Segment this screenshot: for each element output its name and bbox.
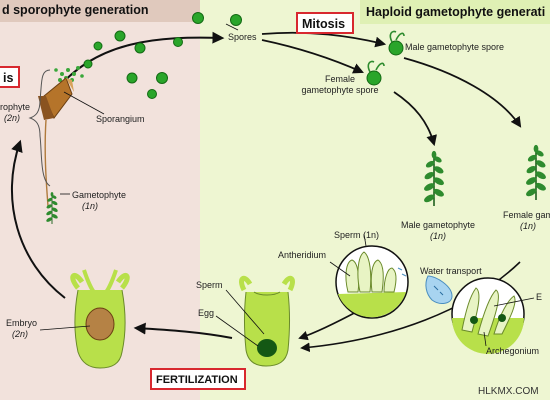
sporophyte-label: rophyte (2n): [0, 102, 30, 124]
antheridium-detail: [335, 233, 409, 319]
fertilization-box: FERTILIZATION: [150, 368, 246, 390]
watermark: HLKMX.COM: [478, 386, 539, 397]
gametophyte-label: Gametophyte (1n): [72, 190, 126, 212]
female-gametophyte-label-line2: (1n): [519, 221, 536, 231]
arrow-archegonium-to-fertilization: [300, 261, 521, 353]
male-gametophyte-label-line2: (1n): [429, 231, 446, 241]
male-gametophyte-label: Male gametophyte (1n): [388, 220, 488, 242]
sporophyte-plant: [38, 77, 105, 207]
female-spore-label-line2: gametophyte spore: [301, 85, 379, 95]
arrow-spores-to-male: [261, 31, 387, 48]
male-spore-icon: [388, 30, 405, 56]
embryo-label: Embryo (2n): [6, 318, 37, 340]
sporophyte-generation-header: d sporophyte generation: [2, 3, 149, 17]
female-gametophyte-label-line1: Female gam: [502, 210, 550, 220]
arrow-male-spore-to-plant: [393, 91, 437, 147]
arrow-antheridium-to-fertilization: [298, 309, 361, 341]
archegonium-detail: [451, 277, 535, 354]
sperm-1n-label: Sperm (1n): [334, 230, 380, 240]
arrow-female-spore-to-plant: [403, 57, 522, 128]
sporangium-label: Sporangium: [96, 114, 145, 124]
gametophyte-generation-header: Haploid gametophyte generati: [366, 5, 546, 19]
archegonium-label: Archegonium: [486, 346, 540, 356]
egg-label: Egg: [198, 308, 215, 318]
male-spore-label: Male gametophyte spore: [405, 42, 505, 52]
female-spore-label-line1: Female: [324, 74, 355, 84]
female-spore-label: Female gametophyte spore: [300, 74, 380, 96]
embryo-label-line2: (2n): [12, 329, 29, 339]
antheridium-label: Antheridium: [278, 250, 327, 260]
female-gametophyte-label: Female gam (1n): [490, 210, 550, 232]
meiosis-box-fragment: is: [0, 66, 20, 88]
mitosis-box: Mitosis: [296, 12, 354, 34]
sporophyte-bracket: [28, 69, 51, 187]
embryo-label-line1: Embryo: [6, 318, 38, 328]
fertilization-plant: [215, 275, 295, 367]
female-spore-icon: [366, 60, 385, 86]
water-transport-label: Water transport: [420, 266, 482, 276]
male-gametophyte-label-line1: Male gametophyte: [400, 220, 476, 230]
sporangium-spores: [54, 66, 84, 82]
sporophyte-label-line2: (2n): [4, 113, 21, 123]
right-header-band: [360, 0, 550, 24]
gametophyte-label-line2: (1n): [82, 201, 99, 211]
gametophyte-label-line1: Gametophyte: [72, 190, 127, 200]
arrow-spores-to-female: [261, 39, 364, 74]
sporophyte-label-line1: rophyte: [0, 102, 31, 112]
left-header-band: [0, 0, 200, 22]
spores-label: Spores: [228, 32, 257, 42]
egg-right-label: E: [536, 292, 543, 302]
arrow-sporophyte-to-spores: [54, 31, 225, 93]
water-droplet: [397, 267, 453, 304]
arrow-embryo-to-sporophyte: [10, 139, 66, 299]
embryo-plant: [39, 269, 130, 369]
sperm-label: Sperm: [196, 280, 223, 290]
spore-dots: [83, 12, 242, 99]
arrow-fertilization-to-embryo: [133, 322, 233, 339]
